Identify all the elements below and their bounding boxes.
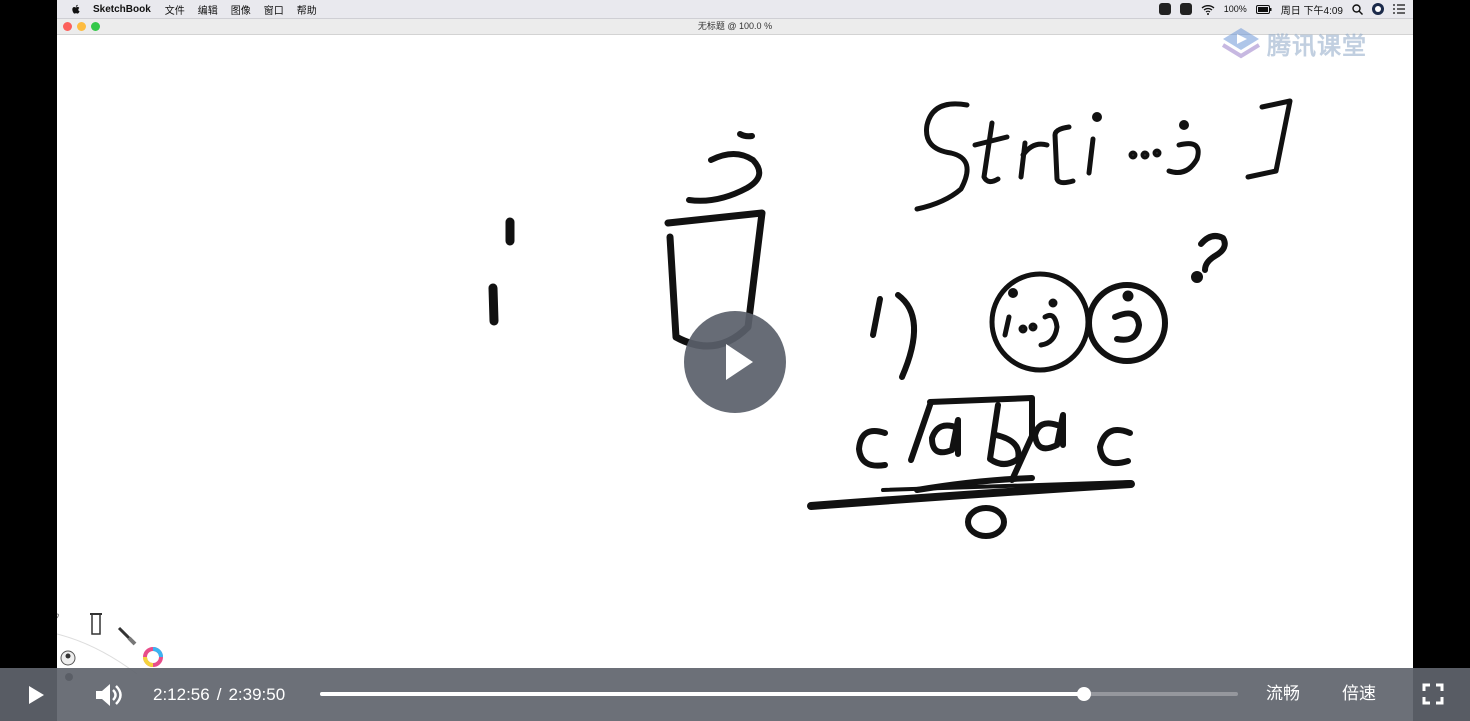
status-app-icon-2[interactable] xyxy=(1179,3,1192,15)
apple-icon xyxy=(72,4,80,14)
mac-menu-bar: SketchBook 文件 编辑 图像 窗口 帮助 100% 周日 下午4: xyxy=(57,0,1413,19)
fullscreen-icon xyxy=(1422,683,1444,705)
menu-edit[interactable]: 编辑 xyxy=(197,5,218,17)
progress-fill xyxy=(320,692,1084,696)
handwritten-c-abac-c xyxy=(856,395,1133,493)
brush-tool-icon[interactable] xyxy=(117,626,137,646)
handwritten-circle-j xyxy=(1086,282,1168,364)
handwritten-underline xyxy=(807,480,1135,510)
speaker-icon xyxy=(96,684,122,706)
window-minimize-button[interactable] xyxy=(77,22,86,31)
progress-bar[interactable] xyxy=(320,687,1238,701)
battery-percent: 100% xyxy=(1223,4,1247,14)
menu-file[interactable]: 文件 xyxy=(164,5,185,17)
menu-image[interactable]: 图像 xyxy=(230,5,251,17)
menu-window[interactable]: 窗口 xyxy=(263,5,284,17)
play-icon xyxy=(29,686,44,704)
handwritten-circle-i-j xyxy=(989,271,1091,373)
watermark-text: 腾讯课堂 xyxy=(1267,33,1367,60)
player-control-bar: 2:12:56 / 2:39:50 流畅 倍速 xyxy=(0,668,1470,721)
time-display: 2:12:56 / 2:39:50 xyxy=(153,685,285,705)
window-title-bar: 无标题 @ 100.0 % xyxy=(57,19,1413,35)
clock[interactable]: 周日 下午4:09 xyxy=(1280,5,1343,17)
handwritten-i-label xyxy=(488,217,515,326)
progress-handle[interactable] xyxy=(1076,687,1091,701)
battery-icon[interactable] xyxy=(1255,4,1272,14)
handwritten-zero xyxy=(965,505,1007,539)
status-area: 100% 周日 下午4:09 xyxy=(1158,2,1413,17)
notification-center-icon[interactable] xyxy=(1393,4,1405,14)
pencil-tool-icon[interactable] xyxy=(90,613,102,635)
play-button[interactable] xyxy=(20,684,50,706)
status-app-icon[interactable] xyxy=(1158,3,1171,15)
center-play-button[interactable] xyxy=(684,311,786,413)
watermark: 腾讯课堂 xyxy=(1221,26,1367,61)
handwritten-j-label xyxy=(686,131,763,204)
color-wheel-icon[interactable] xyxy=(143,647,163,667)
undo-arrow-icon xyxy=(57,613,59,619)
siri-icon[interactable] xyxy=(1372,3,1384,15)
layer-tool-icon[interactable] xyxy=(60,650,76,666)
search-icon[interactable] xyxy=(1352,3,1363,15)
window-title: 无标题 @ 100.0 % xyxy=(697,21,773,31)
current-time: 2:12:56 xyxy=(153,685,210,704)
volume-button[interactable] xyxy=(93,681,123,709)
play-icon xyxy=(726,344,753,380)
window-zoom-button[interactable] xyxy=(91,22,100,31)
wifi-icon[interactable] xyxy=(1201,4,1215,15)
duration: 2:39:50 xyxy=(228,685,286,704)
time-separator: / xyxy=(216,685,222,704)
playback-speed-button[interactable]: 倍速 xyxy=(1342,684,1376,703)
handwritten-step-one xyxy=(870,292,917,380)
handwritten-question-mark xyxy=(1191,233,1228,283)
app-name[interactable]: SketchBook xyxy=(93,3,151,15)
menu-help[interactable]: 帮助 xyxy=(296,5,317,17)
handwritten-str-i-j xyxy=(914,98,1293,212)
tencent-classroom-logo-icon xyxy=(1221,27,1261,58)
window-close-button[interactable] xyxy=(63,22,72,31)
fullscreen-button[interactable] xyxy=(1421,682,1445,706)
quality-button[interactable]: 流畅 xyxy=(1266,684,1300,703)
